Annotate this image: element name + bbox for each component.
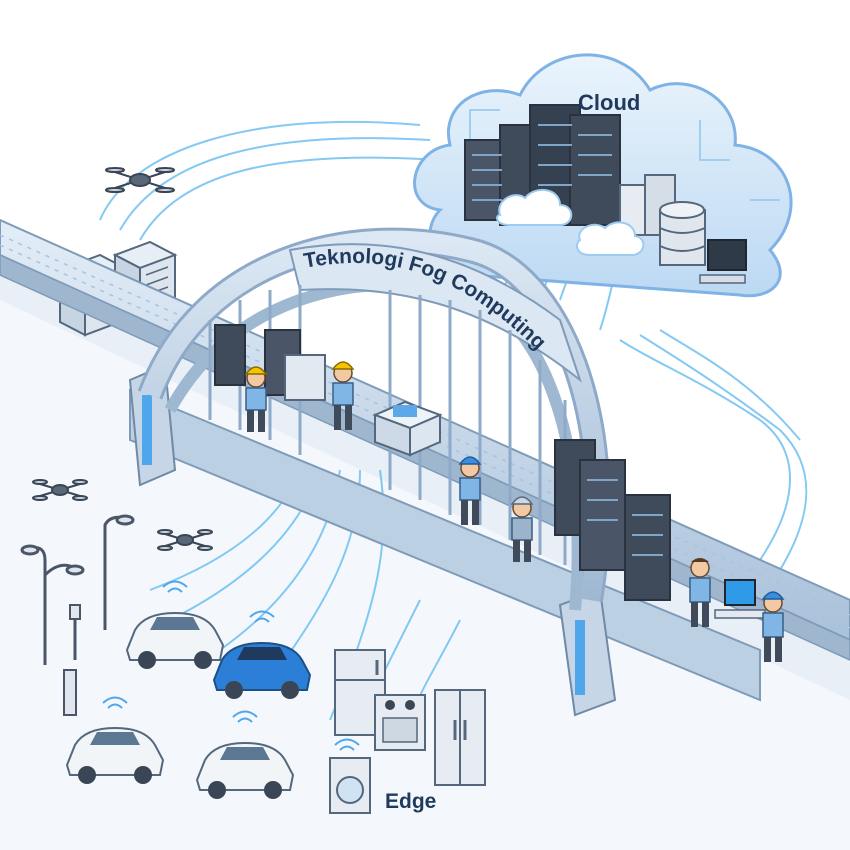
monitor-icon <box>699 239 747 284</box>
wifi-icon <box>102 580 360 751</box>
car-icon <box>212 641 312 699</box>
washing-machine-icon <box>329 757 371 814</box>
street-lamp-icon <box>20 514 135 665</box>
cloud-puff <box>496 189 645 256</box>
engineer-icon <box>331 361 355 430</box>
server-rack-icon <box>554 439 671 601</box>
server-rack-icon <box>214 324 326 401</box>
engineer-icon <box>244 366 268 432</box>
cloud-label: Cloud <box>578 90 640 115</box>
fog-node-device <box>372 400 443 457</box>
engineer-icon <box>510 496 534 562</box>
engineer-icon <box>458 456 482 525</box>
engineer-icon <box>689 558 711 627</box>
cloud-circuit-lines <box>469 109 780 201</box>
engineer-icon <box>761 591 785 662</box>
cloud-icon: Cloud <box>413 53 793 298</box>
refrigerator-icon <box>434 689 486 786</box>
car-icon <box>65 726 165 784</box>
stove-icon <box>374 694 426 751</box>
drone-icon <box>157 529 213 551</box>
drone-icon <box>105 167 175 193</box>
edge-label: Edge <box>385 790 436 813</box>
car-icon <box>195 741 295 799</box>
database-icon <box>659 201 706 266</box>
drone-icon <box>32 479 88 501</box>
car-icon <box>125 611 225 669</box>
sensor-post <box>63 604 81 716</box>
